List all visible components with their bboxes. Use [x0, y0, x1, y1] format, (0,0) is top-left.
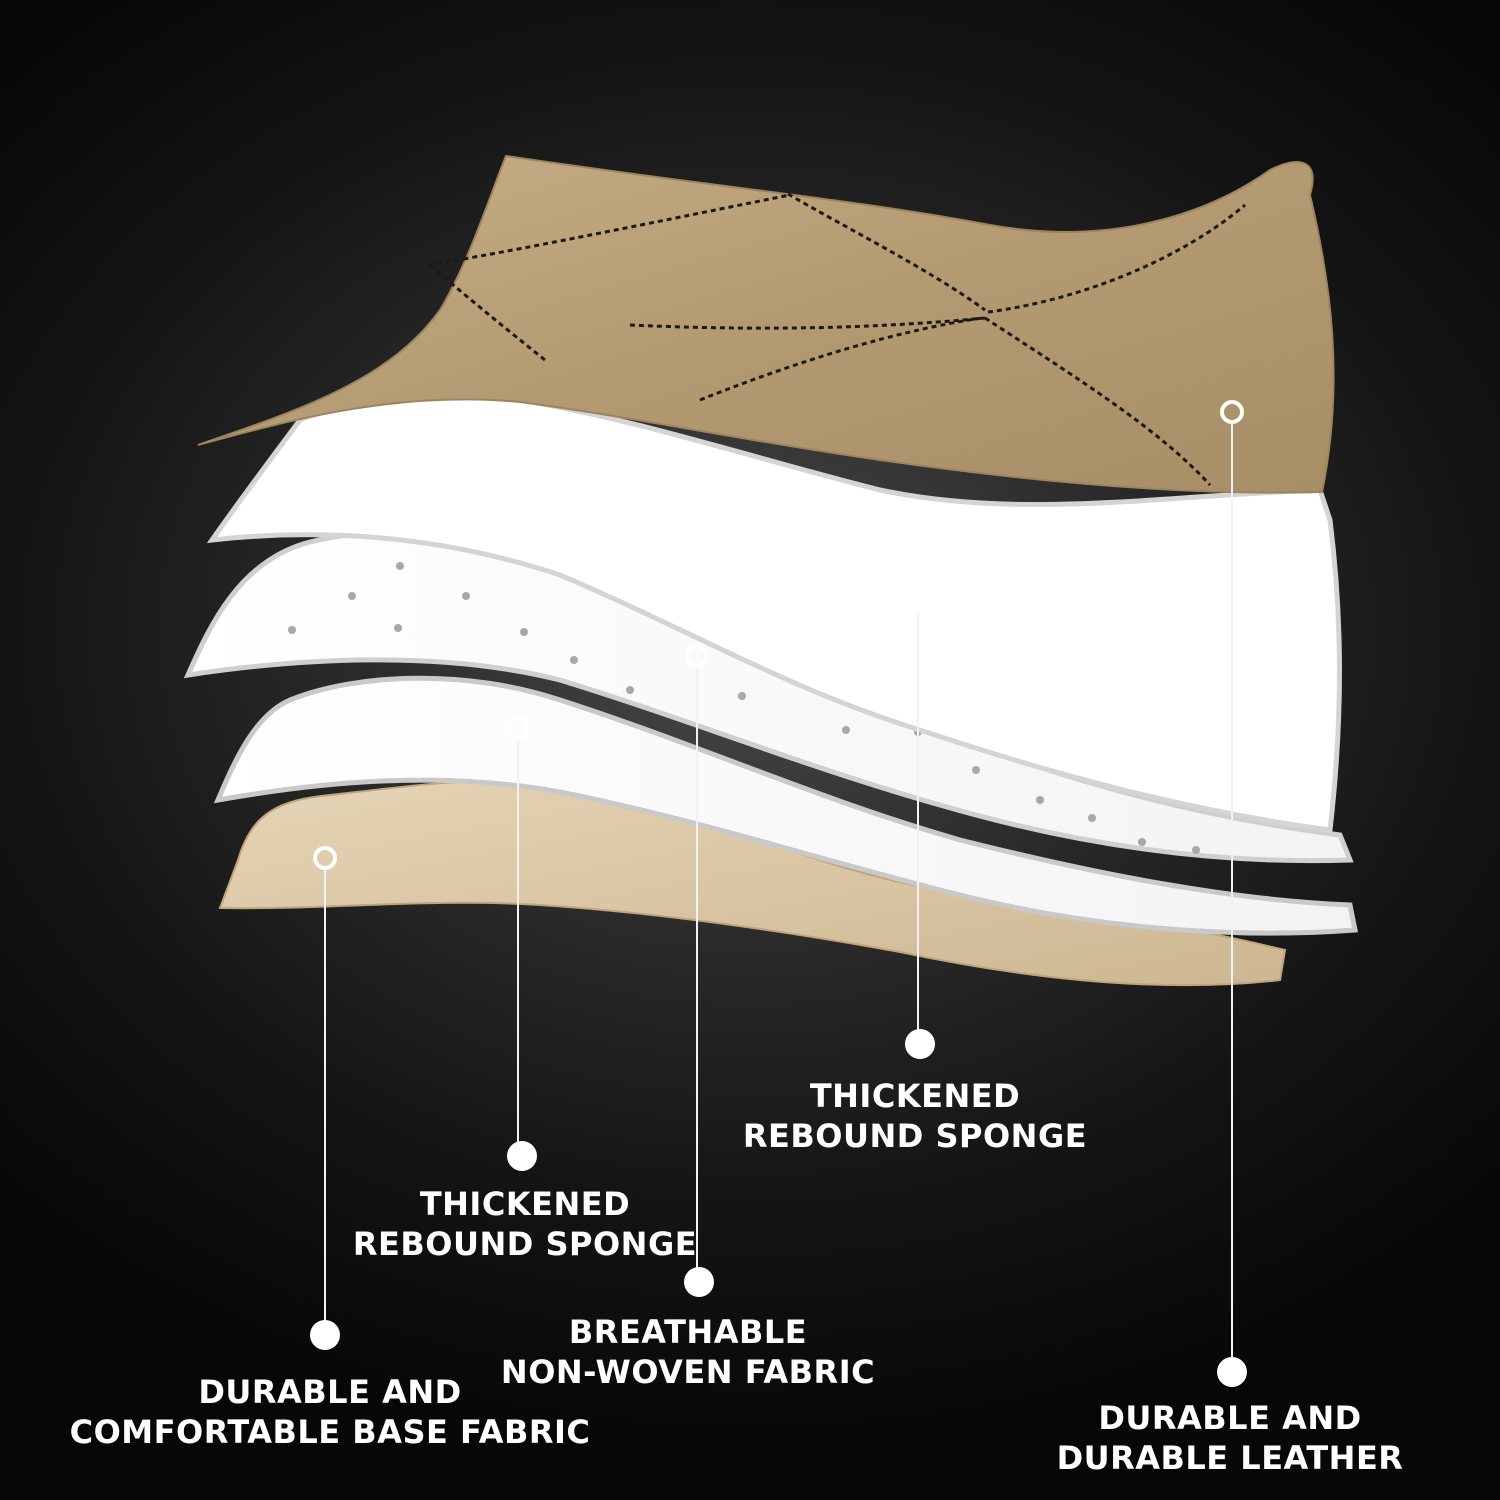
- label-base-fabric-line-1: DURABLE AND: [198, 1373, 462, 1411]
- label-thickened-sponge-top-line-1: THICKENED: [809, 1077, 1021, 1115]
- label-base-fabric-line-2: COMFORTABLE BASE FABRIC: [69, 1413, 591, 1451]
- label-thickened-sponge-bottom-line-1: THICKENED: [419, 1185, 631, 1223]
- label-breathable-nonwoven-line-2: NON-WOVEN FABRIC: [500, 1353, 876, 1391]
- label-thickened-sponge-bottom: THICKENED REBOUND SPONGE: [330, 1184, 720, 1264]
- leather-layer: [197, 154, 1335, 494]
- callout-leader-lines: [324, 422, 1233, 1370]
- label-thickened-sponge-top-line-2: REBOUND SPONGE: [742, 1117, 1088, 1155]
- callout-ring-markers: [313, 400, 1244, 870]
- callout-dot-markers: [310, 1029, 1247, 1387]
- label-durable-leather: DURABLE AND DURABLE LEATHER: [1050, 1398, 1410, 1478]
- label-thickened-sponge-top: THICKENED REBOUND SPONGE: [720, 1076, 1110, 1156]
- lower-sponge-layer: [213, 675, 1359, 936]
- label-breathable-nonwoven-line-1: BREATHABLE: [568, 1313, 808, 1351]
- leather-stitching: [427, 192, 1246, 487]
- label-thickened-sponge-bottom-line-2: REBOUND SPONGE: [352, 1225, 698, 1263]
- label-durable-leather-line-2: DURABLE LEATHER: [1056, 1439, 1404, 1477]
- label-base-fabric: DURABLE AND COMFORTABLE BASE FABRIC: [60, 1372, 600, 1452]
- label-breathable-nonwoven: BREATHABLE NON-WOVEN FABRIC: [488, 1312, 888, 1392]
- label-durable-leather-line-1: DURABLE AND: [1098, 1399, 1362, 1437]
